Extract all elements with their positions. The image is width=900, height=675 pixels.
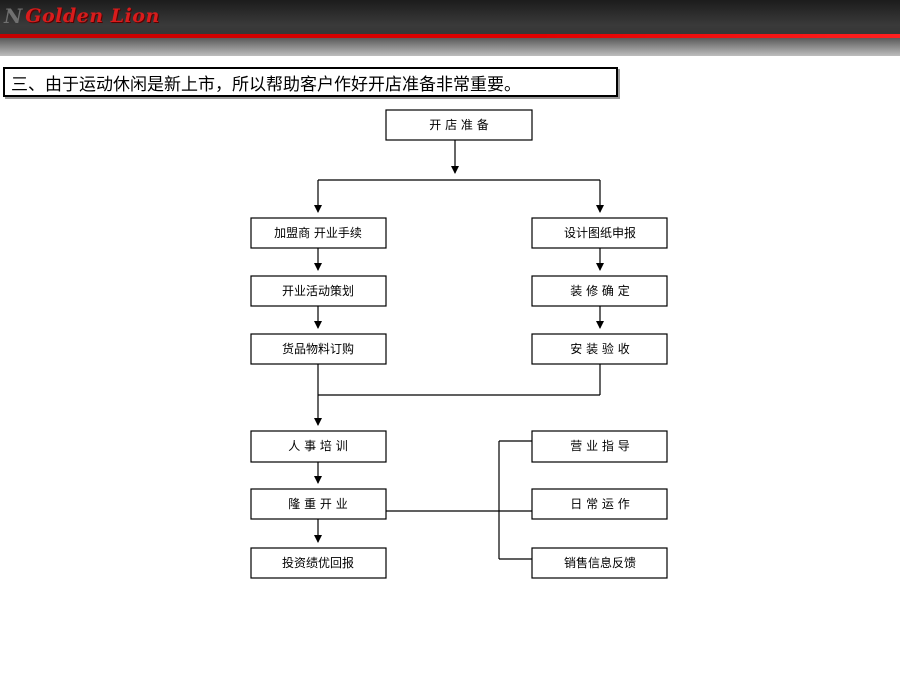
node-s2: 日 常 运 作: [531, 488, 668, 520]
node-r1-label: 设计图纸申报: [564, 225, 636, 240]
node-m2-label: 隆 重 开 业: [288, 496, 347, 511]
node-s1: 营 业 指 导: [531, 430, 668, 463]
node-r3-label: 安 装 验 收: [570, 341, 629, 356]
node-m3: 投资绩优回报: [250, 547, 387, 579]
node-s3: 销售信息反馈: [531, 547, 668, 579]
flowchart-edges: [314, 140, 604, 560]
node-m2: 隆 重 开 业: [250, 488, 387, 520]
brand-logo: N Golden Lion: [4, 4, 160, 28]
header-shade: [0, 38, 900, 56]
node-m1: 人 事 培 训: [250, 430, 387, 463]
header-bar: N Golden Lion: [0, 0, 900, 56]
node-r2: 装 修 确 定: [531, 275, 668, 307]
node-r3: 安 装 验 收: [531, 333, 668, 365]
node-s2-label: 日 常 运 作: [570, 497, 629, 511]
node-start-label: 开 店 准 备: [429, 118, 488, 132]
node-start: 开 店 准 备: [385, 109, 533, 141]
node-s1-label: 营 业 指 导: [570, 438, 629, 453]
node-s3-label: 销售信息反馈: [564, 555, 636, 570]
node-l2: 开业活动策划: [250, 275, 387, 307]
node-l1: 加盟商 开业手续: [250, 217, 387, 249]
node-l3: 货品物料订购: [250, 333, 387, 365]
node-l3-label: 货品物料订购: [282, 341, 354, 356]
logo-brand-text: Golden Lion: [25, 5, 160, 27]
node-l1-label: 加盟商 开业手续: [274, 225, 362, 240]
node-l2-label: 开业活动策划: [282, 284, 354, 298]
logo-mark: N: [4, 4, 24, 28]
node-r1: 设计图纸申报: [531, 217, 668, 249]
node-r2-label: 装 修 确 定: [570, 283, 629, 298]
slide-heading: 三、由于运动休闲是新上市，所以帮助客户作好开店准备非常重要。: [3, 67, 618, 97]
node-m1-label: 人 事 培 训: [288, 438, 347, 453]
node-m3-label: 投资绩优回报: [282, 555, 354, 570]
